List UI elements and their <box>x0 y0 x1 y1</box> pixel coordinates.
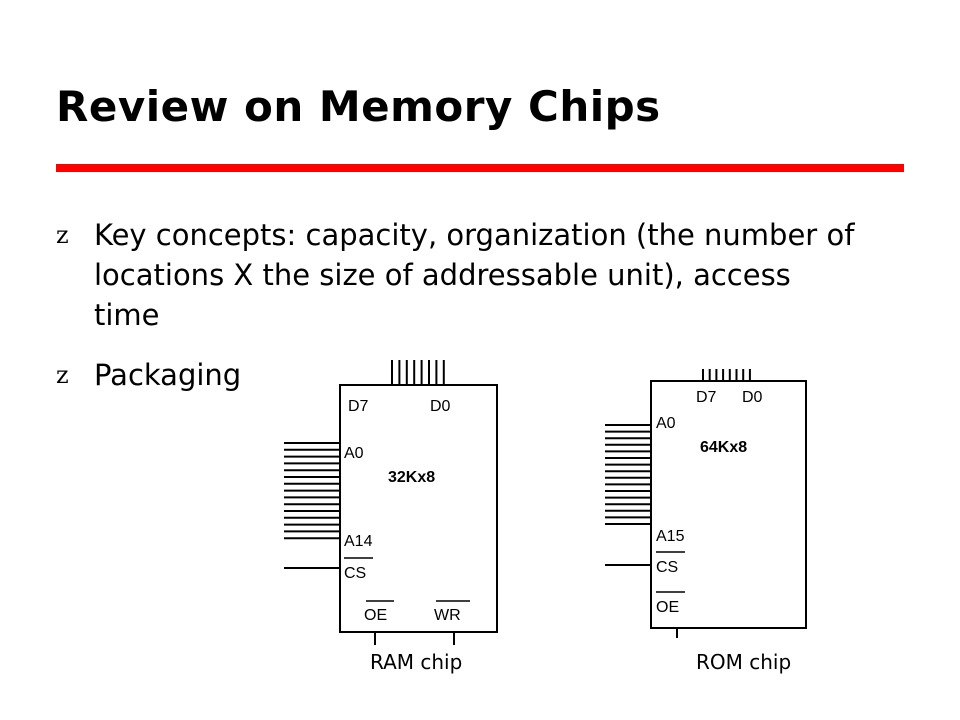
bullet-key-concepts: z Key concepts: capacity, organization (… <box>56 215 856 335</box>
rom-a0-label: A0 <box>656 415 676 432</box>
ram-data-pins <box>391 360 445 385</box>
ram-capacity-label: 32Kx8 <box>388 469 435 486</box>
ram-cs-label: CS <box>344 565 366 582</box>
rom-cs-label: CS <box>656 559 678 576</box>
ram-a0-label: A0 <box>344 445 364 462</box>
bullet-marker: z <box>56 221 69 249</box>
rom-data-pins <box>702 369 751 381</box>
ram-chip-body <box>339 384 498 633</box>
bullet-packaging: z Packaging <box>56 355 356 395</box>
rom-a15-label: A15 <box>656 528 685 545</box>
ram-wr-label: WR <box>434 607 461 624</box>
rom-chip-caption: ROM chip <box>696 650 792 674</box>
slide-title: Review on Memory Chips <box>56 82 661 131</box>
bullet-marker: z <box>56 361 69 389</box>
rom-d0-label: D0 <box>742 389 763 406</box>
bullet-text: Key concepts: capacity, organization (th… <box>94 218 855 332</box>
rom-d7-label: D7 <box>696 389 717 406</box>
ram-chip-caption: RAM chip <box>370 650 463 674</box>
rom-address-pins <box>605 424 651 525</box>
ram-address-pins <box>284 442 340 540</box>
rom-chip-diagram: D7 D0 A0 64Kx8 A15 CS OE <box>605 369 807 638</box>
ram-d0-label: D0 <box>430 398 451 415</box>
title-underline <box>56 164 904 172</box>
ram-a14-label: A14 <box>344 533 373 550</box>
bullet-text: Packaging <box>94 358 242 392</box>
ram-chip-diagram: D7 D0 A0 32Kx8 A14 CS OE WR <box>284 360 498 645</box>
ram-oe-label: OE <box>364 607 387 624</box>
rom-capacity-label: 64Kx8 <box>700 439 747 456</box>
rom-oe-label: OE <box>656 599 679 616</box>
ram-d7-label: D7 <box>348 398 369 415</box>
